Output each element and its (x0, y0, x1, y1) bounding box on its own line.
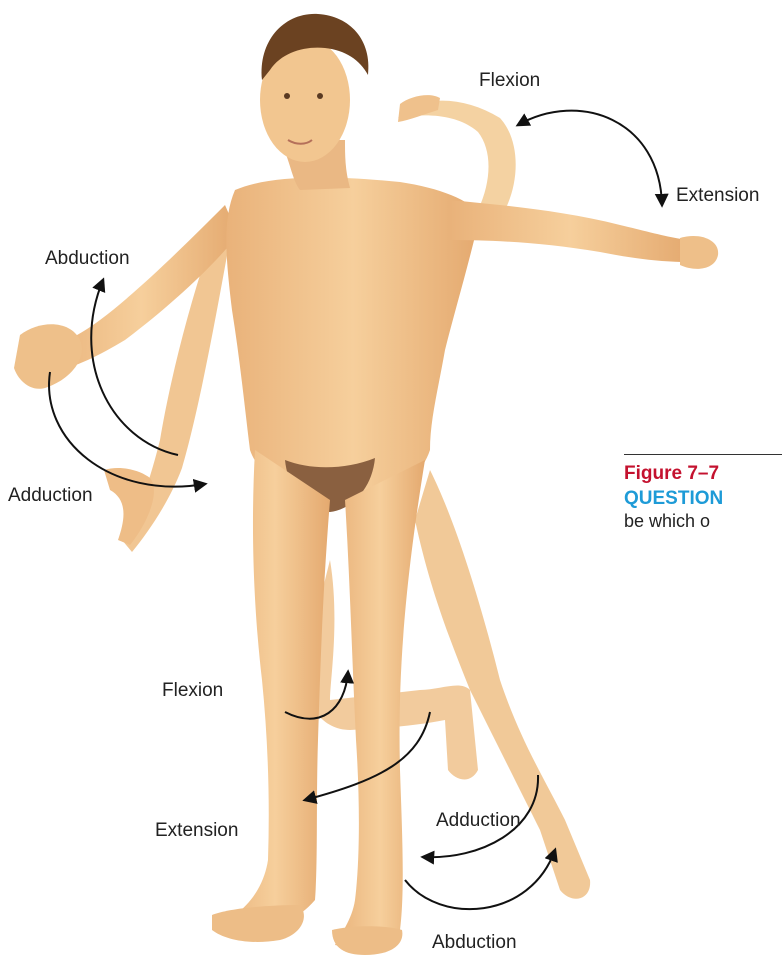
extended-arm (450, 200, 690, 262)
label-adduction-arm: Adduction (8, 485, 93, 507)
caption-text: be which o (624, 511, 710, 532)
raised-hand-ghost (398, 95, 440, 122)
arrow-flexion-extension-arm (518, 111, 662, 205)
label-extension-leg: Extension (155, 820, 238, 842)
eye-right (317, 93, 323, 99)
label-adduction-leg: Adduction (436, 810, 521, 832)
caption-title: Figure 7–7 (624, 463, 719, 485)
abducted-hand (14, 324, 82, 388)
torso (226, 177, 480, 500)
label-flexion-arm: Flexion (479, 70, 540, 92)
leg-left (220, 450, 330, 932)
label-abduction-leg: Abduction (432, 932, 517, 954)
label-flexion-leg: Flexion (162, 680, 223, 702)
label-abduction-arm: Abduction (45, 248, 130, 270)
label-extension-arm: Extension (676, 185, 759, 207)
abducted-leg-ghost (415, 470, 590, 899)
extended-hand (680, 236, 718, 269)
caption-rule (624, 454, 782, 455)
arrow-abduction-leg (405, 850, 555, 909)
caption-question: QUESTION (624, 488, 723, 510)
foot-left (212, 905, 304, 942)
eye-left (284, 93, 290, 99)
foot-right (332, 926, 402, 955)
